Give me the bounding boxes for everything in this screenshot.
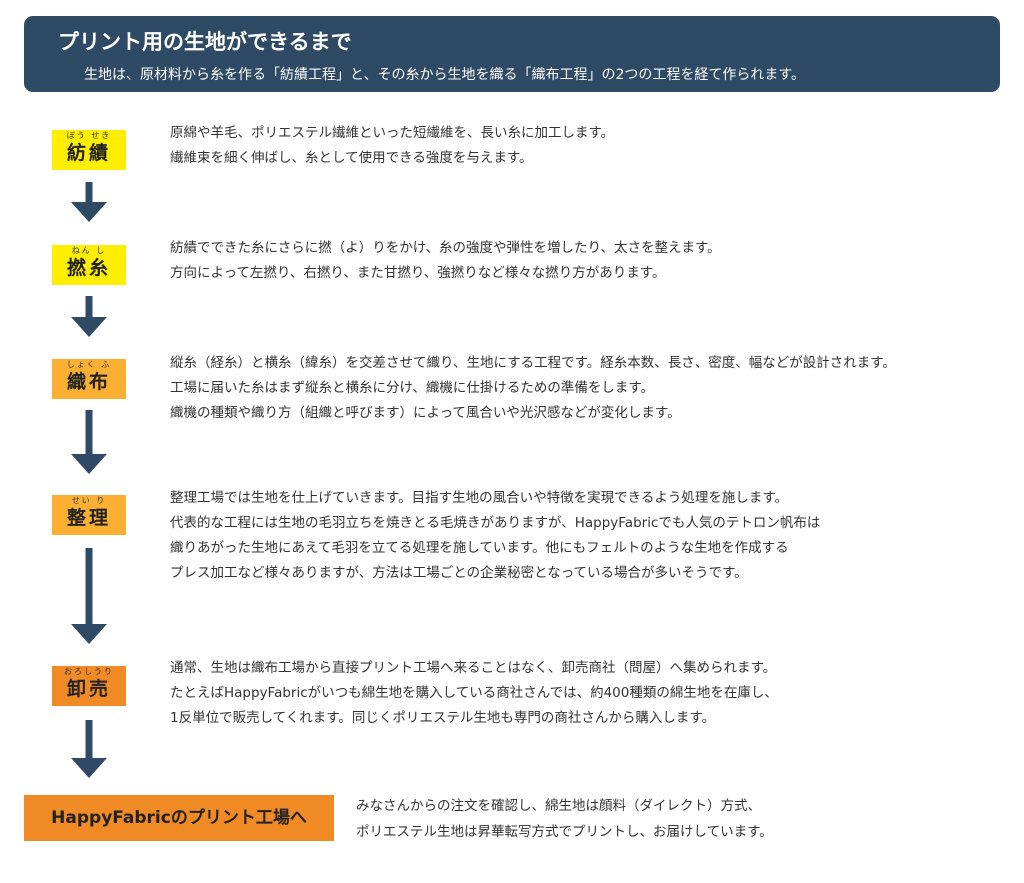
step-description-spinning: 原綿や羊毛、ポリエステル繊維といった短繊維を、長い糸に加工します。 繊維束を細く… xyxy=(170,121,1010,171)
step-ruby: ぼう せき xyxy=(66,131,112,140)
step-ruby: おろしうり xyxy=(64,667,114,676)
step-description-twisting: 紡績でできた糸にさらに撚（よ）りをかけ、糸の強度や弾性を増したり、太さを整えます… xyxy=(170,236,1010,286)
description-line: 方向によって左撚り、右撚り、また甘撚り、強撚りなど様々な撚り方があります。 xyxy=(170,265,666,281)
description-line: ポリエステル生地は昇華転写方式でプリントし、お届けしています。 xyxy=(356,824,773,840)
description-line: 通常、生地は織布工場から直接プリント工場へ来ることはなく、卸売商社（問屋）へ集め… xyxy=(170,660,777,676)
down-arrow-icon xyxy=(71,720,107,778)
description-line: みなさんからの注文を確認し、綿生地は顔料（ダイレクト）方式、 xyxy=(356,798,761,814)
description-line: 原綿や羊毛、ポリエステル繊維といった短繊維を、長い糸に加工します。 xyxy=(170,125,615,141)
step-label-spinning: ぼう せき 紡績 xyxy=(52,130,126,170)
final-step-description: みなさんからの注文を確認し、綿生地は顔料（ダイレクト）方式、 ポリエステル生地は… xyxy=(356,793,1006,845)
page-subtitle: 生地は、原材料から糸を作る「紡績工程」と、その糸から生地を織る「織布工程」の2つ… xyxy=(84,67,805,83)
step-term: 卸売 xyxy=(66,678,111,700)
step-term: 紡績 xyxy=(66,142,111,164)
step-label-weaving: しょく ふ 織布 xyxy=(52,359,126,399)
down-arrow-icon xyxy=(71,182,107,222)
final-step-label: HappyFabricのプリント工場へ xyxy=(24,795,334,841)
step-description-wholesale: 通常、生地は織布工場から直接プリント工場へ来ることはなく、卸売商社（問屋）へ集め… xyxy=(170,656,1010,731)
step-term: 織布 xyxy=(66,371,111,393)
down-arrow-icon xyxy=(71,548,107,644)
step-term: 撚糸 xyxy=(66,257,111,279)
description-line: 工場に届いた糸はまず縦糸と横糸に分け、織機に仕掛けるための準備をします。 xyxy=(170,380,654,396)
header-banner: プリント用の生地ができるまで 生地は、原材料から糸を作る「紡績工程」と、その糸か… xyxy=(24,16,1000,92)
step-label-twisting: ねん し 撚糸 xyxy=(52,245,126,285)
description-line: 織りあがった生地にあえて毛羽を立てる処理を施しています。他にもフェルトのような生… xyxy=(170,540,789,556)
description-line: 1反単位で販売してくれます。同じくポリエステル生地も専門の商社さんから購入します… xyxy=(170,710,716,726)
step-ruby: ねん し xyxy=(71,246,107,255)
description-line: 縦糸（経糸）と横糸（緯糸）を交差させて織り、生地にする工程です。経糸本数、長さ、… xyxy=(170,355,896,371)
description-line: 繊維束を細く伸ばし、糸として使用できる強度を与えます。 xyxy=(170,150,533,166)
step-ruby: せい り xyxy=(71,496,107,505)
step-ruby: しょく ふ xyxy=(66,360,112,369)
description-line: 織機の種類や織り方（組織と呼びます）によって風合いや光沢感などが変化します。 xyxy=(170,405,681,421)
step-label-wholesale: おろしうり 卸売 xyxy=(52,666,126,706)
description-line: 紡績でできた糸にさらに撚（よ）りをかけ、糸の強度や弾性を増したり、太さを整えます… xyxy=(170,240,721,256)
down-arrow-icon xyxy=(71,410,107,474)
page-title: プリント用の生地ができるまで xyxy=(58,30,352,54)
description-line: 整理工場では生地を仕上げていきます。目指す生地の風合いや特徴を実現できるよう処理… xyxy=(170,490,789,506)
step-term: 整理 xyxy=(66,507,111,529)
step-description-finishing: 整理工場では生地を仕上げていきます。目指す生地の風合いや特徴を実現できるよう処理… xyxy=(170,486,1010,586)
description-line: たとえばHappyFabricがいつも綿生地を購入している商社さんでは、約400… xyxy=(170,685,778,701)
step-label-finishing: せい り 整理 xyxy=(52,495,126,535)
description-line: 代表的な工程には生地の毛羽立ちを焼きとる毛焼きがありますが、HappyFabri… xyxy=(170,515,821,531)
description-line: プレス加工など様々ありますが、方法は工場ごとの企業秘密となっている場合が多いそう… xyxy=(170,565,748,581)
step-description-weaving: 縦糸（経糸）と横糸（緯糸）を交差させて織り、生地にする工程です。経糸本数、長さ、… xyxy=(170,351,1010,426)
down-arrow-icon xyxy=(71,296,107,337)
